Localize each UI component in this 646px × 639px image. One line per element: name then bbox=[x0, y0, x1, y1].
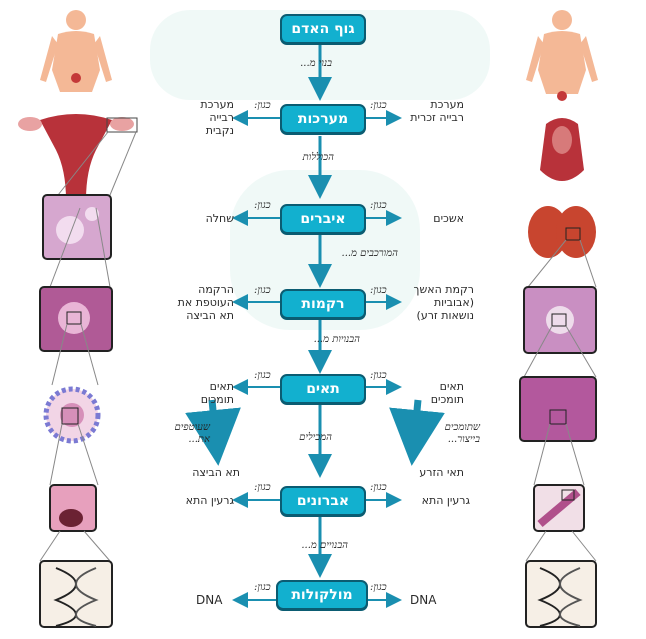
note-include: הכוללות bbox=[302, 152, 334, 163]
testis-icon bbox=[528, 206, 596, 258]
male-systems: מערכת רבייה זכרית bbox=[410, 98, 464, 124]
example-label: כגון: bbox=[254, 200, 271, 211]
example-label: כגון: bbox=[254, 370, 271, 381]
male-organelles: גרעין התא bbox=[421, 494, 470, 507]
female-organs: שחלה bbox=[205, 212, 234, 225]
example-label: כגון: bbox=[370, 285, 387, 296]
note-composed-of: המורכבים מ... bbox=[341, 248, 398, 259]
female-pictures bbox=[18, 10, 138, 628]
side-arrows bbox=[232, 110, 402, 608]
female-dna-image bbox=[39, 560, 113, 628]
male-special-note: שתומכים בייצור... bbox=[444, 422, 480, 445]
female-uterus-mark bbox=[71, 73, 81, 83]
female-tissues: הרקמה העוטפת את תא הביצה bbox=[177, 283, 234, 322]
example-label: כגון: bbox=[254, 582, 271, 593]
male-tissues: רקמת האשך (אבוביות נושאות זרע) bbox=[413, 283, 474, 322]
box-systems: מערכות bbox=[280, 104, 366, 134]
egg-cell-image bbox=[43, 386, 101, 444]
male-body-icon bbox=[526, 10, 598, 94]
male-organs: אשכים bbox=[433, 212, 464, 225]
box-cells: תאים bbox=[280, 374, 366, 404]
note-built-from: בנוי מ... bbox=[300, 58, 332, 69]
example-label: כגון: bbox=[370, 370, 387, 381]
box-molecules: מולקולות bbox=[276, 580, 368, 610]
male-dna-image bbox=[525, 560, 597, 628]
example-label: כגון: bbox=[370, 200, 387, 211]
example-label: כגון: bbox=[254, 482, 271, 493]
note-built-from-2: הבנויות מ... bbox=[313, 334, 360, 345]
male-pictures bbox=[519, 10, 598, 628]
example-label: כגון: bbox=[370, 100, 387, 111]
example-label: כגון: bbox=[254, 285, 271, 296]
female-special-cell: תא הביצה bbox=[192, 466, 240, 479]
female-systems: מערכת רבייה נקבית bbox=[200, 98, 234, 137]
female-special-note: שעוטפים את... bbox=[174, 422, 210, 445]
female-organelles: גרעין התא bbox=[185, 494, 234, 507]
box-human-body: גוף האדם bbox=[280, 14, 366, 44]
example-label: כגון: bbox=[254, 100, 271, 111]
note-contain: המכילים bbox=[299, 432, 332, 443]
example-label: כגון: bbox=[370, 482, 387, 493]
sperm-cells-image bbox=[519, 376, 597, 442]
male-cells: תאים תומכים bbox=[430, 380, 464, 406]
female-cells: תאים תומכים bbox=[200, 380, 234, 406]
male-reproductive-icon bbox=[540, 118, 584, 181]
box-tissues: רקמות bbox=[280, 289, 366, 319]
female-body-icon bbox=[40, 10, 112, 92]
special-cell-arrows bbox=[185, 399, 445, 466]
male-molecules: DNA bbox=[410, 593, 437, 607]
note-built-from-3: הבנויים מ... bbox=[301, 540, 348, 551]
uterus-icon bbox=[18, 114, 138, 200]
box-organelles: אברונים bbox=[280, 486, 366, 516]
female-molecules: DNA bbox=[196, 593, 223, 607]
male-special-cell: תאי הזרע bbox=[419, 466, 464, 479]
example-label: כגון: bbox=[370, 582, 387, 593]
male-organ-mark bbox=[557, 91, 567, 101]
box-organs: איברים bbox=[280, 204, 366, 234]
